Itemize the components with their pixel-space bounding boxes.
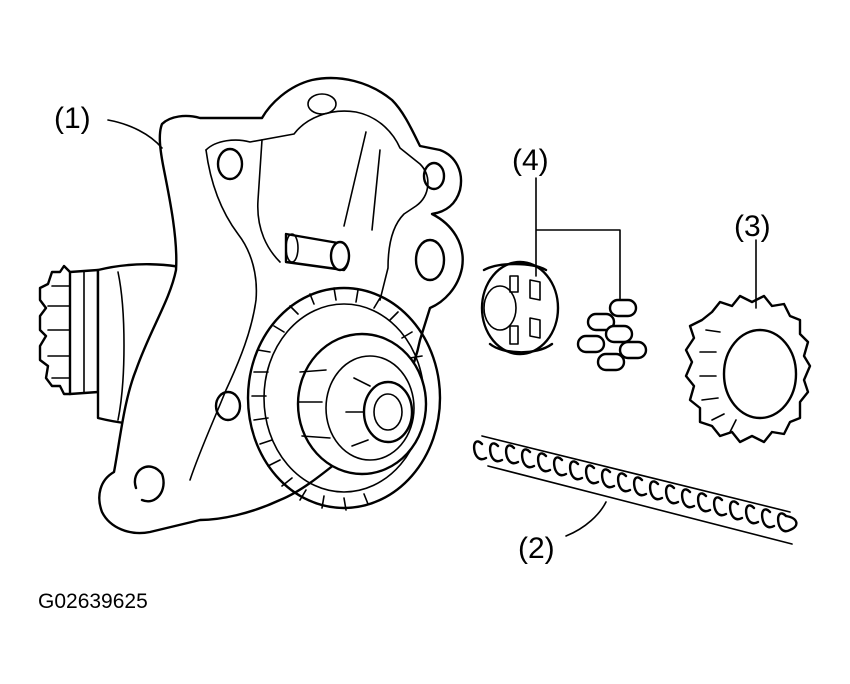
callout-label-3: (3) (734, 210, 771, 243)
idle-gear-part-3 (684, 294, 812, 444)
leader-lines (107, 119, 757, 537)
spring-part-2 (472, 435, 798, 545)
leader-line-4 (535, 177, 621, 301)
roller-holder (480, 260, 560, 356)
leader-line-1 (107, 119, 163, 149)
callout-label-1: (1) (54, 102, 91, 135)
pinion-gear (38, 264, 100, 396)
roller-clutch-part-4 (480, 260, 648, 372)
rollers (576, 298, 648, 372)
leader-line-2 (565, 501, 607, 537)
figure-id: G02639625 (38, 590, 148, 613)
starter-housing-part-1 (38, 76, 464, 535)
callout-label-2: (2) (518, 532, 555, 565)
callout-label-4: (4) (512, 144, 549, 177)
ring-gear (246, 286, 442, 511)
